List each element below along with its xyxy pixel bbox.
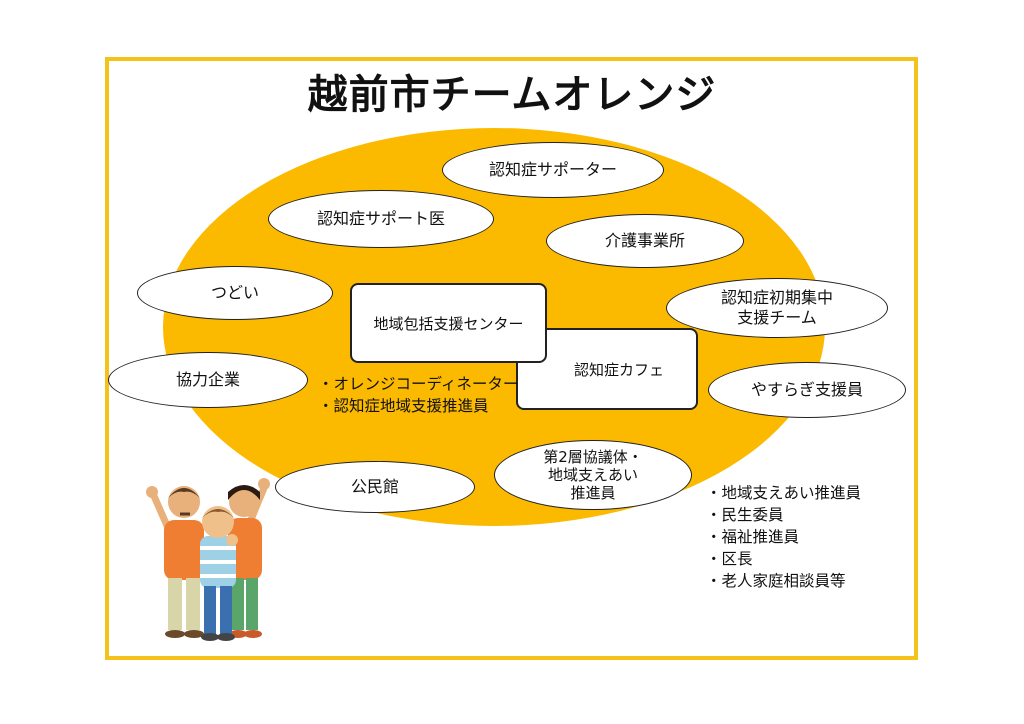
node-care-office: 介護事業所 xyxy=(546,214,744,268)
node-yasuragi-supporter: やすらぎ支援員 xyxy=(708,362,906,418)
node-initial-support-team: 認知症初期集中 支援チーム xyxy=(666,278,888,338)
diagram-title: 越前市チームオレンジ xyxy=(307,72,717,118)
people-cheering-illustration xyxy=(146,478,270,641)
council-member-item: ・福祉推進員 xyxy=(706,528,800,546)
council-member-item: ・区長 xyxy=(706,550,753,568)
node-dementia-supporter: 認知症サポーター xyxy=(442,142,664,198)
council-members-list: ・地域支えあい推進員 ・民生委員 ・福祉推進員 ・区長 ・老人家庭相談員等 xyxy=(706,482,861,592)
center-note-item: ・認知症地域支援推進員 xyxy=(318,397,489,415)
woman-right-figure xyxy=(228,478,270,638)
box-community-support-center: 地域包括支援センター xyxy=(350,283,547,363)
council-member-item: ・民生委員 xyxy=(706,506,784,524)
center-note-item: ・オレンジコーディネーター xyxy=(318,375,519,393)
center-notes-list: ・オレンジコーディネーター ・認知症地域支援推進員 xyxy=(318,373,518,417)
node-support-doctor: 認知症サポート医 xyxy=(268,190,494,248)
node-cooperating-company: 協力企業 xyxy=(108,352,308,408)
boy-center-figure xyxy=(200,506,238,641)
node-council: 第2層協議体・ 地域支えあい 推進員 xyxy=(494,440,692,510)
node-community-hall: 公民館 xyxy=(275,461,475,513)
council-member-item: ・地域支えあい推進員 xyxy=(706,484,862,502)
council-member-item: ・老人家庭相談員等 xyxy=(706,572,846,590)
node-tsudoi: つどい xyxy=(137,266,333,320)
man-left-figure xyxy=(146,486,204,638)
diagram-frame xyxy=(105,57,918,660)
